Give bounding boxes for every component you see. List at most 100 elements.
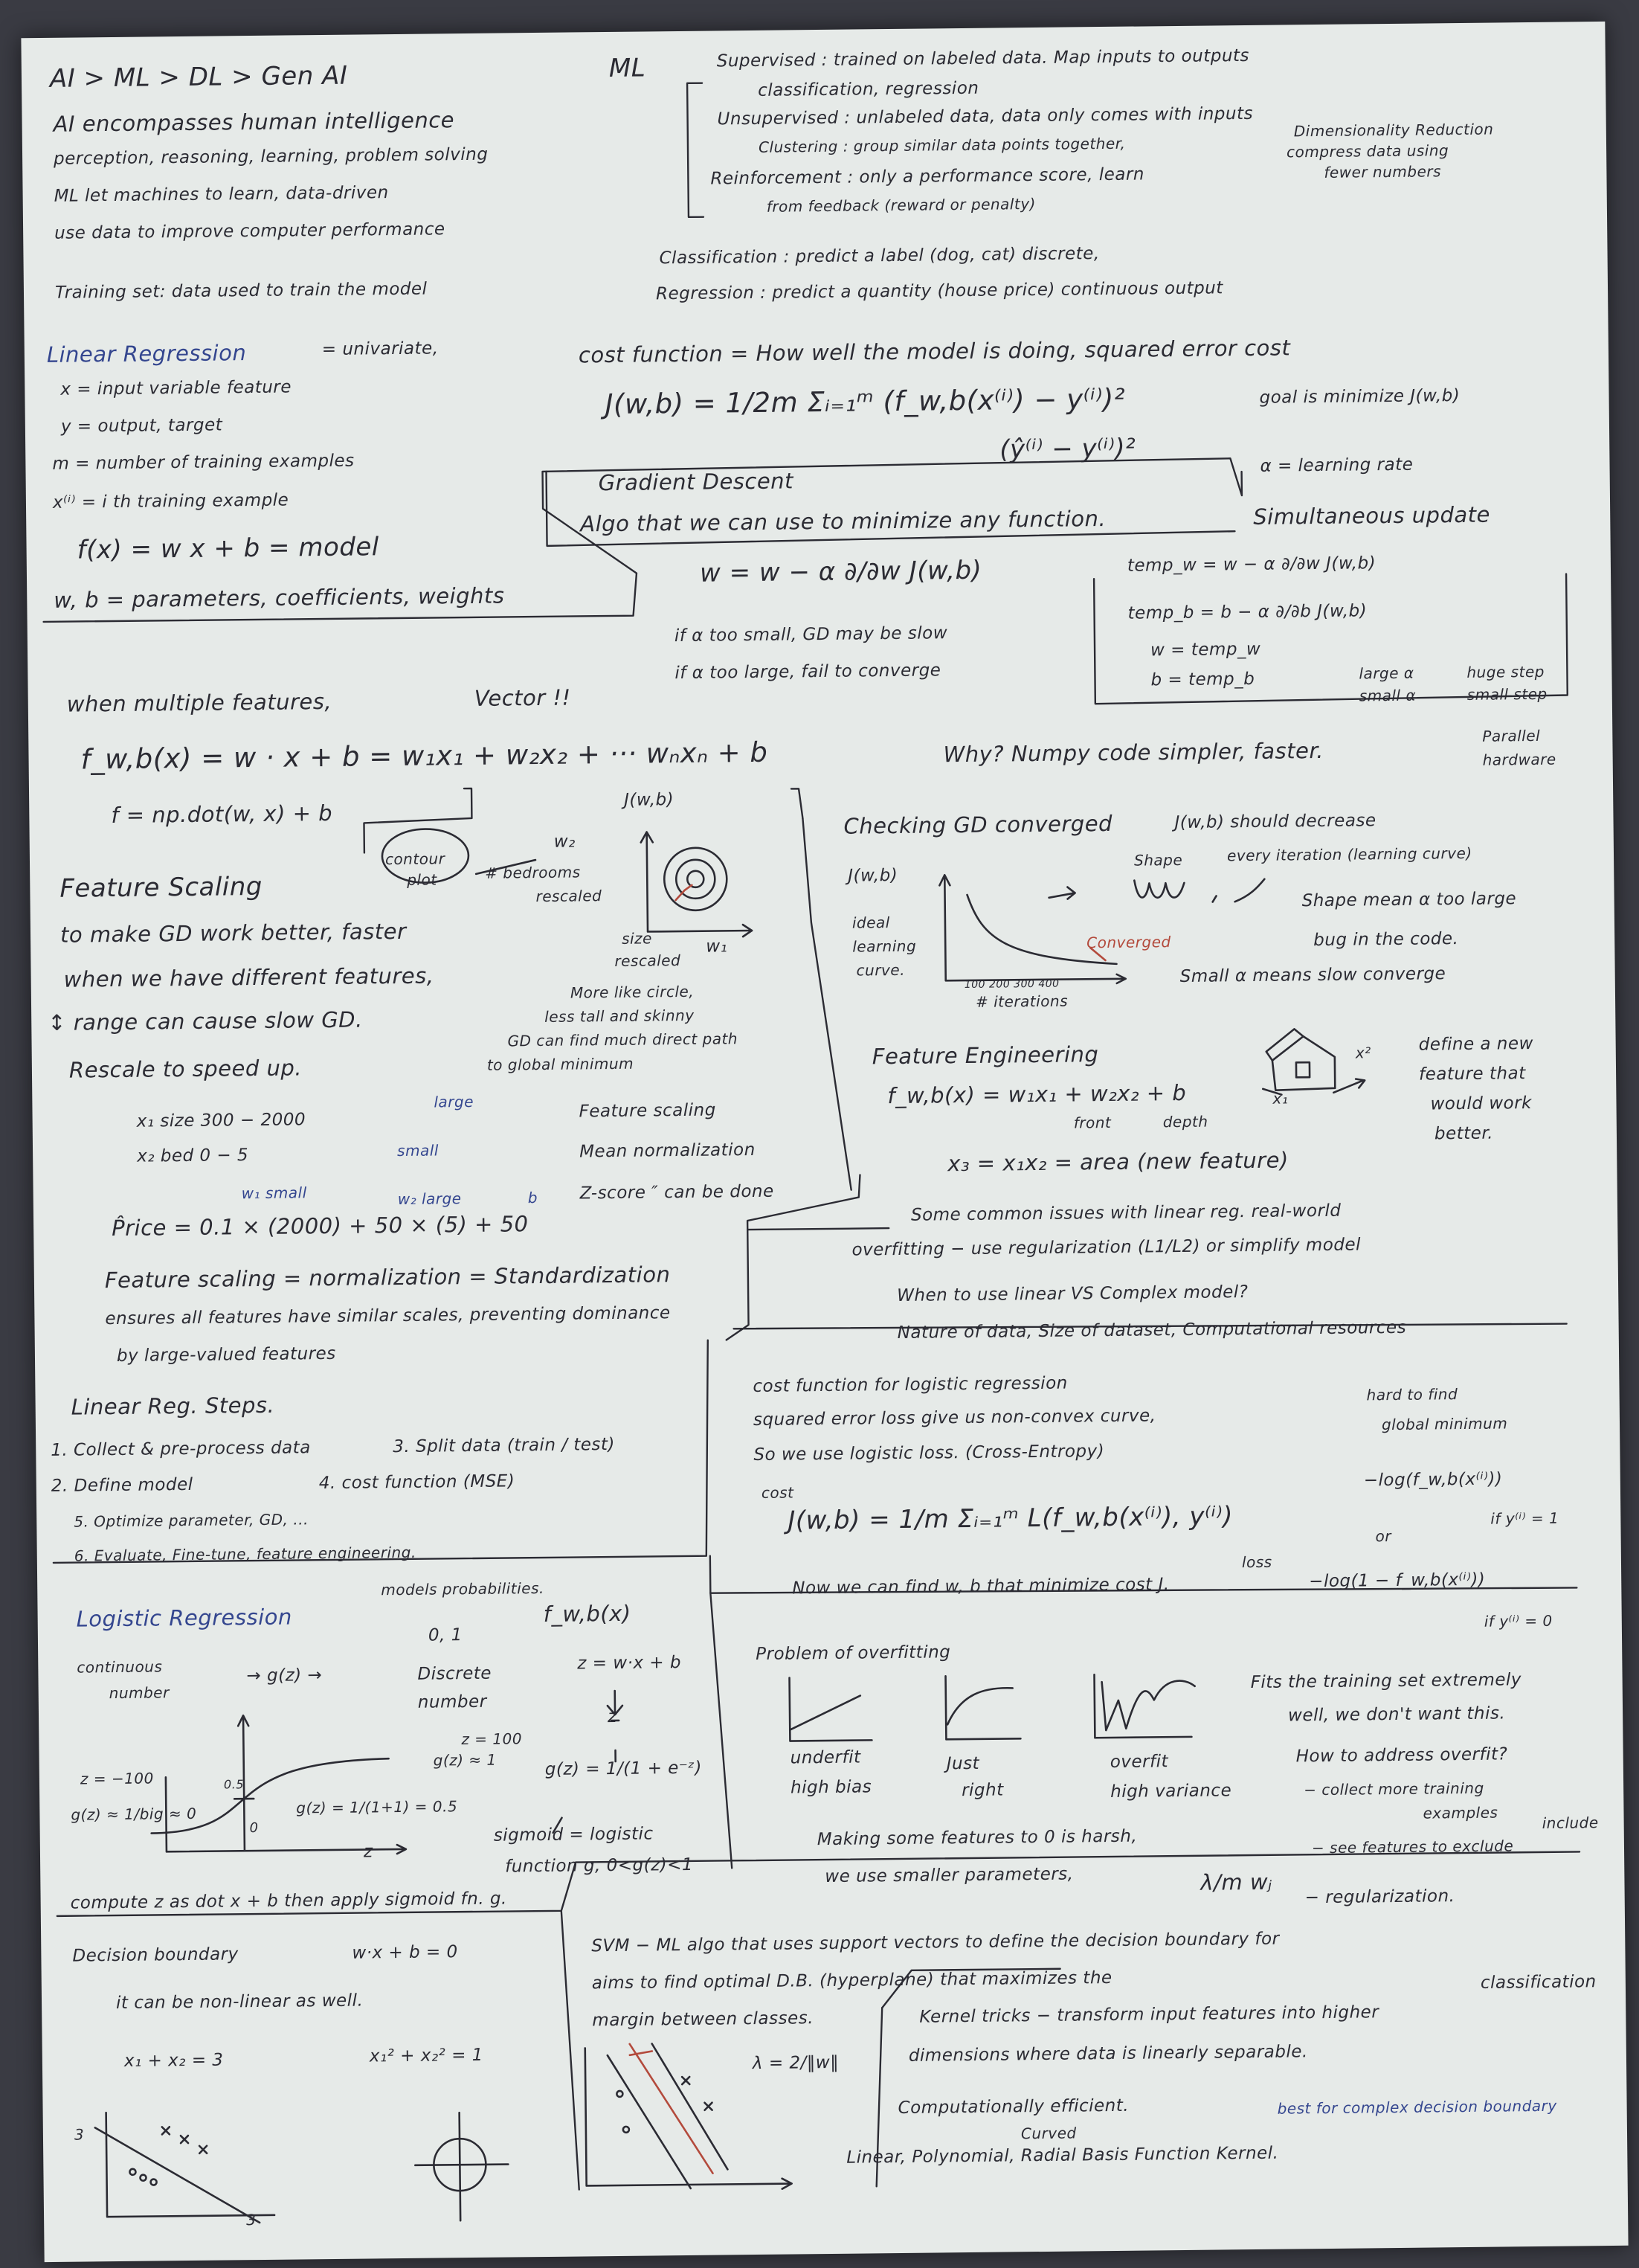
logreg-title: Logistic Regression: [76, 1604, 292, 1632]
ml-dim-red: Dimensionality Reduction: [1293, 120, 1494, 141]
fs-title: Feature Scaling: [59, 871, 263, 904]
conv-title: Checking GD converged: [843, 810, 1113, 839]
multi-hardware: hardware: [1482, 750, 1556, 769]
logcost-hard: global minimum: [1381, 1414, 1508, 1434]
cost-alt: (ŷ⁽ⁱ⁾ − y⁽ⁱ⁾)²: [999, 433, 1136, 465]
steps-item: 2. Define model: [51, 1474, 193, 1496]
fs-line: to make GD work better, faster: [59, 918, 407, 948]
fs-price: P̂rice = 0.1 × (2000) + 50 × (5) + 50: [111, 1211, 529, 1241]
svm-comp: Computationally efficient.: [898, 2095, 1130, 2118]
overfit-figure: [788, 1673, 1196, 1742]
section-dividers: [42, 82, 1581, 2191]
steps-item: 4. cost function (MSE): [318, 1471, 515, 1494]
fs-small: small: [396, 1141, 439, 1160]
conv-ideal: ideal: [851, 913, 890, 932]
steps-item: 6. Evaluate, Fine-tune, feature engineer…: [74, 1543, 416, 1565]
overfit-collect: examples: [1423, 1803, 1498, 1822]
db-title: Decision boundary: [72, 1944, 239, 1966]
fe-define: define a new: [1418, 1034, 1534, 1055]
logcost-cost: cost: [761, 1483, 794, 1502]
svm-figure: [584, 2043, 793, 2190]
conv-ideal: learning: [852, 937, 917, 956]
logcost-line: squared error loss give us non-convex cu…: [753, 1406, 1156, 1430]
fe-define: feature that: [1418, 1064, 1526, 1085]
db-eq: w·x + b = 0: [352, 1942, 458, 1963]
intro-line: AI encompasses human intelligence: [53, 107, 455, 137]
gd-simultaneous: Simultaneous update: [1253, 501, 1491, 530]
ml-heading: ML: [608, 53, 646, 83]
gd-small-alpha: small α: [1359, 686, 1417, 705]
ml-reinforcement-sub: from feedback (reward or penalty): [766, 194, 1037, 216]
fe-depth: depth: [1162, 1112, 1208, 1131]
logcost-if0: if y⁽ⁱ⁾ = 0: [1484, 1611, 1553, 1631]
linreg-def: y = output, target: [60, 415, 223, 437]
fs-b: b: [527, 1189, 538, 1207]
conv-j-label: J(w,b): [848, 865, 898, 886]
multi-parallel: Parallel: [1482, 726, 1541, 745]
gd-alpha: α = learning rate: [1260, 454, 1414, 476]
logcost-line: So we use logistic loss. (Cross-Entropy): [753, 1442, 1105, 1465]
page-title: AI > ML > DL > Gen AI: [49, 60, 348, 94]
fs-x2: x₂ bed 0 − 5: [137, 1146, 249, 1166]
ml-supervised-sub: classification, regression: [758, 78, 979, 100]
linreg-univariate: = univariate,: [321, 338, 439, 360]
logcost-neg1: −log(f_w,b(x⁽ⁱ⁾)): [1363, 1469, 1503, 1491]
fs-by: by large-valued features: [116, 1343, 336, 1366]
gd-too-small: if α too small, GD may be slow: [674, 623, 948, 646]
overfit-include: include: [1542, 1814, 1599, 1832]
cost-formula: J(w,b) = 1/2m Σᵢ₌₁ᵐ (f_w,b(x⁽ⁱ⁾) − y⁽ⁱ⁾)…: [605, 382, 1126, 421]
contour-plot-figure: [381, 828, 753, 938]
db-circle: x₁² + x₂² = 1: [369, 2045, 484, 2066]
conv-should: J(w,b) should decrease: [1174, 811, 1376, 833]
overfit-just: Just: [946, 1753, 980, 1774]
fs-w1-small: w₁ small: [241, 1183, 307, 1203]
overfit-bias: high bias: [790, 1777, 872, 1798]
contour-note: More like circle,: [570, 982, 695, 1002]
overfit-collect: − collect more training: [1304, 1779, 1484, 1799]
contour-note: GD can find much direct path: [507, 1029, 738, 1050]
gd-title: Gradient Descent: [598, 468, 794, 496]
ml-dim-red: compress data using: [1286, 141, 1449, 161]
fs-mean-norm: Mean normalization: [579, 1140, 756, 1162]
logreg-f: f_w,b(x): [543, 1600, 631, 1627]
overfit-making: we use smaller parameters,: [825, 1864, 1074, 1887]
learning-curve-figure: [938, 873, 1266, 985]
multi-why: Why? Numpy code simpler, faster.: [943, 737, 1324, 768]
logreg-discrete: Discrete: [417, 1663, 492, 1684]
db-linear: x₁ + x₂ = 3: [123, 2050, 224, 2071]
linreg-def: m = number of training examples: [52, 451, 355, 474]
cost-goal: goal is minimize J(w,b): [1259, 385, 1461, 408]
linreg-params: w, b = parameters, coefficients, weights: [54, 582, 505, 613]
fs-x1: x₁ size 300 − 2000: [136, 1110, 306, 1131]
logcost-formula: J(w,b) = 1/m Σᵢ₌₁ᵐ L(f_w,b(x⁽ⁱ⁾), y⁽ⁱ⁾): [788, 1501, 1234, 1536]
linreg-def: x⁽ⁱ⁾ = i th training example: [52, 490, 289, 513]
decision-boundary-figure: [94, 2111, 509, 2224]
intro-line: use data to improve computer performance: [54, 219, 445, 243]
fs-large: large: [434, 1092, 474, 1111]
fs-w2-large: w₂ large: [397, 1189, 462, 1209]
logcost-line: cost function for logistic regression: [753, 1373, 1068, 1397]
linreg-title: Linear Regression: [46, 340, 247, 367]
fe-front: front: [1073, 1113, 1112, 1132]
multi-line: when multiple features,: [66, 688, 332, 717]
overfit-fits: well, we don't want this.: [1287, 1703, 1506, 1726]
logcost-or: or: [1375, 1527, 1392, 1546]
svm-kernel: dimensions where data is linearly separa…: [908, 2042, 1308, 2066]
logreg-z-eq: z = w·x + b: [577, 1653, 682, 1674]
gd-huge-step: huge step: [1466, 662, 1545, 681]
gd-small-step: small step: [1466, 684, 1548, 704]
linreg-def: x = input variable feature: [60, 377, 292, 399]
overfit-title: Problem of overfitting: [756, 1642, 951, 1665]
db-line: it can be non-linear as well.: [115, 1991, 364, 2014]
contour-j-label: J(w,b): [624, 790, 674, 810]
fe-define: would work: [1430, 1093, 1533, 1114]
svm-curved: Curved: [1020, 2124, 1077, 2143]
fe-define: better.: [1434, 1123, 1494, 1144]
intro-line: Training set: data used to train the mod…: [54, 279, 428, 303]
fs-zscore: Z-score ″ can be done: [579, 1181, 774, 1204]
gd-assign-w: w = temp_w: [1150, 639, 1261, 661]
multi-numpy: f = np.dot(w, x) + b: [111, 800, 333, 829]
logreg-continuous: continuous: [77, 1657, 163, 1677]
steps-title: Linear Reg. Steps.: [71, 1392, 275, 1420]
house-icon: [1261, 1028, 1366, 1096]
